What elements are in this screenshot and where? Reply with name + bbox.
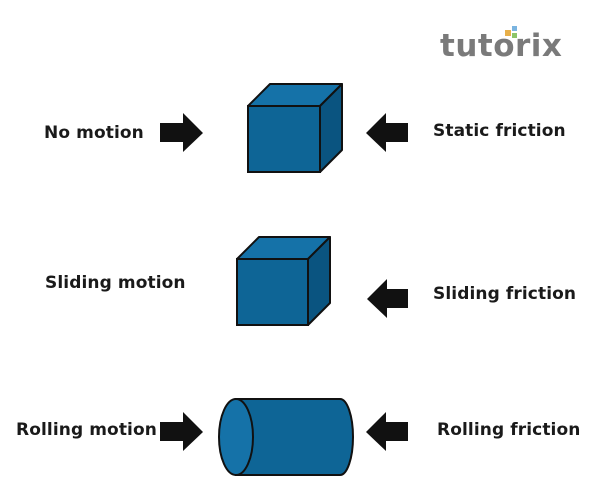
arrow-right-icon <box>160 412 203 451</box>
arrow-left-icon <box>366 412 408 451</box>
logo-dot <box>512 33 517 38</box>
label-rolling-friction: Rolling friction <box>437 420 581 440</box>
arrow-left-icon <box>366 113 408 152</box>
logo-dot <box>505 30 511 36</box>
logo-text: tutorix <box>440 28 563 64</box>
logo-dots <box>505 26 517 38</box>
label-sliding-friction: Sliding friction <box>433 284 577 304</box>
label-rolling-motion: Rolling motion <box>16 420 157 440</box>
sliding-cube <box>236 236 331 326</box>
logo-dot <box>512 26 517 31</box>
arrow-right-icon <box>160 113 203 152</box>
label-sliding-motion: Sliding motion <box>45 273 186 293</box>
label-static-friction: Static friction <box>433 121 566 141</box>
arrow-left-icon <box>367 279 408 318</box>
label-no-motion: No motion <box>44 123 144 143</box>
rolling-cylinder <box>218 398 354 476</box>
static-cube <box>247 83 343 173</box>
